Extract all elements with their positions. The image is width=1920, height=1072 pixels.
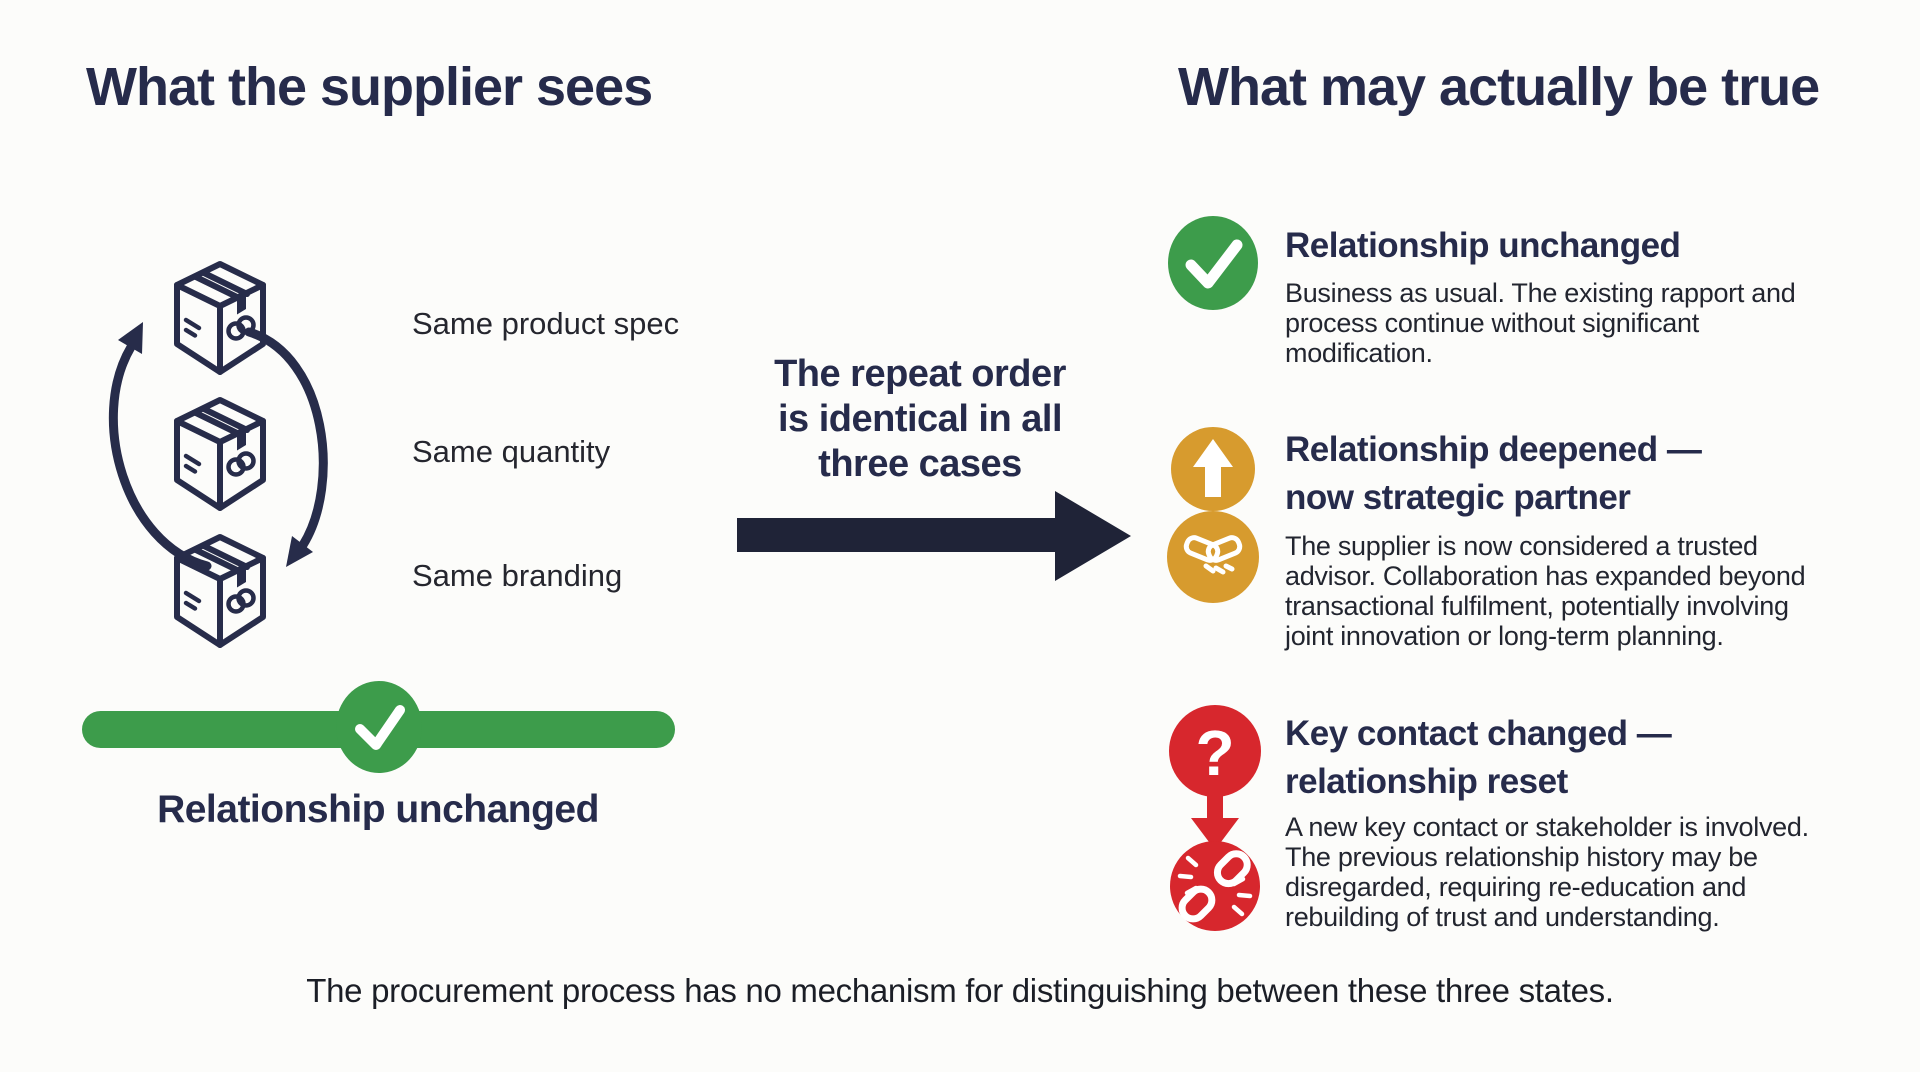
cycle-label-quantity: Same quantity [412,434,611,469]
item-3-title: Key contact changed — relationship reset [1285,714,1672,801]
check-icon [1168,216,1258,310]
item-2-body: The supplier is now considered a trusted… [1285,531,1806,651]
down-arrow-icon [1191,794,1239,850]
footer-caption: The procurement process has no mechanism… [306,972,1614,1009]
cycle-arrows-icon [108,248,328,660]
question-icon [1169,705,1261,797]
cycle-label-product-spec: Same product spec [412,306,680,341]
item-1-body: Business as usual. The existing rapport … [1285,278,1796,368]
item-2-title: Relationship deepened — now strategic pa… [1285,430,1702,517]
question-broken-link-icons: ? [1169,705,1261,931]
check-icon [355,705,405,750]
item-1-title: Relationship unchanged [1285,226,1681,265]
svg-text:?: ? [1195,717,1234,789]
check-badge [336,681,422,773]
up-arrow-handshake-icons [1167,427,1259,603]
right-arrow-icon [737,491,1131,581]
item-3-body: A new key contact or stakeholder is invo… [1285,812,1809,932]
left-heading: What the supplier sees [86,57,653,117]
middle-statement: The repeat order is identical in all thr… [774,353,1066,485]
status-label: Relationship unchanged [157,788,599,831]
right-heading: What may actually be true [1178,57,1820,117]
cycle-label-branding: Same branding [412,558,623,593]
